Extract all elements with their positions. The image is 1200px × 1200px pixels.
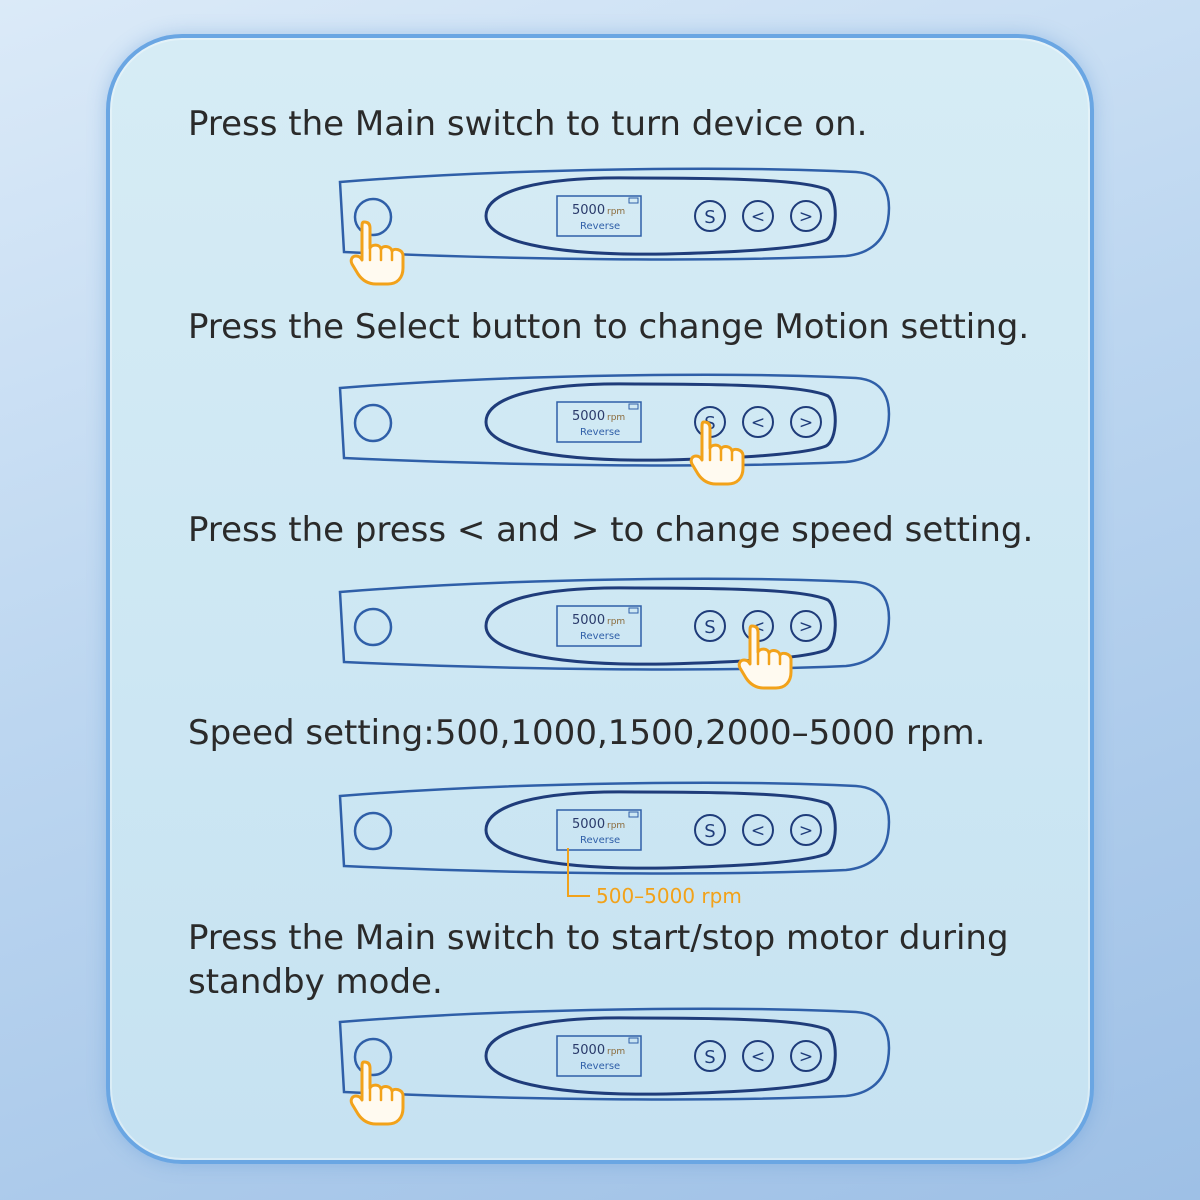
battery-icon [628, 811, 639, 818]
main-switch[interactable] [353, 197, 393, 237]
display-screen [556, 605, 642, 647]
decrease-button-label: < [751, 821, 765, 841]
display-mode: Reverse [580, 631, 620, 642]
select-button-label: S [704, 617, 715, 638]
device-diagram-5: 5000 rpm Reverse S < > [336, 1006, 892, 1126]
pointing-hand-icon [349, 1060, 405, 1126]
increase-button[interactable] [790, 200, 822, 232]
display-screen [556, 1035, 642, 1077]
step-3-instruction: Press the press < and > to change speed … [188, 510, 1034, 550]
pointing-hand-icon [689, 420, 745, 486]
main-switch[interactable] [353, 403, 393, 443]
display-unit: rpm [607, 413, 625, 423]
display-mode: Reverse [580, 835, 620, 846]
display-mode: Reverse [580, 1061, 620, 1072]
decrease-button[interactable] [742, 1040, 774, 1072]
display-mode: Reverse [580, 427, 620, 438]
step-2-instruction: Press the Select button to change Motion… [188, 307, 1030, 347]
select-button-label: S [704, 207, 715, 228]
decrease-button-label: < [751, 207, 765, 227]
display-speed: 5000 [572, 817, 605, 832]
select-button[interactable] [694, 200, 726, 232]
battery-icon [628, 403, 639, 410]
display-unit: rpm [607, 207, 625, 217]
increase-button-label: > [799, 821, 813, 841]
main-switch[interactable] [353, 1037, 393, 1077]
select-button[interactable] [694, 1040, 726, 1072]
pointing-hand-icon [737, 624, 793, 690]
increase-button[interactable] [790, 814, 822, 846]
main-switch[interactable] [353, 811, 393, 851]
instruction-card [106, 34, 1094, 1164]
step-1-instruction: Press the Main switch to turn device on. [188, 104, 868, 144]
select-button-label: S [704, 1047, 715, 1068]
step-4-instruction: Speed setting:500,1000,1500,2000–5000 rp… [188, 713, 986, 753]
display-screen [556, 195, 642, 237]
display-unit: rpm [607, 821, 625, 831]
display-speed: 5000 [572, 203, 605, 218]
main-switch[interactable] [353, 607, 393, 647]
increase-button-label: > [799, 617, 813, 637]
speed-range-callout-line [567, 848, 590, 897]
increase-button-label: > [799, 413, 813, 433]
display-unit: rpm [607, 617, 625, 627]
step-5-instruction: Press the Main switch to start/stop moto… [188, 918, 1009, 1002]
device-diagram-3: 5000 rpm Reverse S < > [336, 576, 892, 690]
display-speed: 5000 [572, 1043, 605, 1058]
device-diagram-2: 5000 rpm Reverse S < > [336, 372, 892, 486]
display-screen [556, 809, 642, 851]
battery-icon [628, 197, 639, 204]
device-diagram-1: 5000 rpm Reverse S < > [336, 166, 892, 286]
decrease-button[interactable] [742, 406, 774, 438]
increase-button[interactable] [790, 1040, 822, 1072]
display-speed: 5000 [572, 613, 605, 628]
display-unit: rpm [607, 1047, 625, 1057]
pointing-hand-icon [349, 220, 405, 286]
increase-button[interactable] [790, 610, 822, 642]
speed-range-callout: 500–5000 rpm [596, 884, 742, 908]
select-button-label: S [704, 821, 715, 842]
select-button[interactable] [694, 610, 726, 642]
display-speed: 5000 [572, 409, 605, 424]
display-screen [556, 401, 642, 443]
battery-icon [628, 1037, 639, 1044]
decrease-button-label: < [751, 413, 765, 433]
increase-button-label: > [799, 1047, 813, 1067]
decrease-button[interactable] [742, 814, 774, 846]
increase-button-label: > [799, 207, 813, 227]
display-mode: Reverse [580, 221, 620, 232]
device-diagram-4: 5000 rpm Reverse S < > [336, 780, 892, 897]
decrease-button[interactable] [742, 200, 774, 232]
select-button[interactable] [694, 814, 726, 846]
decrease-button-label: < [751, 1047, 765, 1067]
battery-icon [628, 607, 639, 614]
increase-button[interactable] [790, 406, 822, 438]
